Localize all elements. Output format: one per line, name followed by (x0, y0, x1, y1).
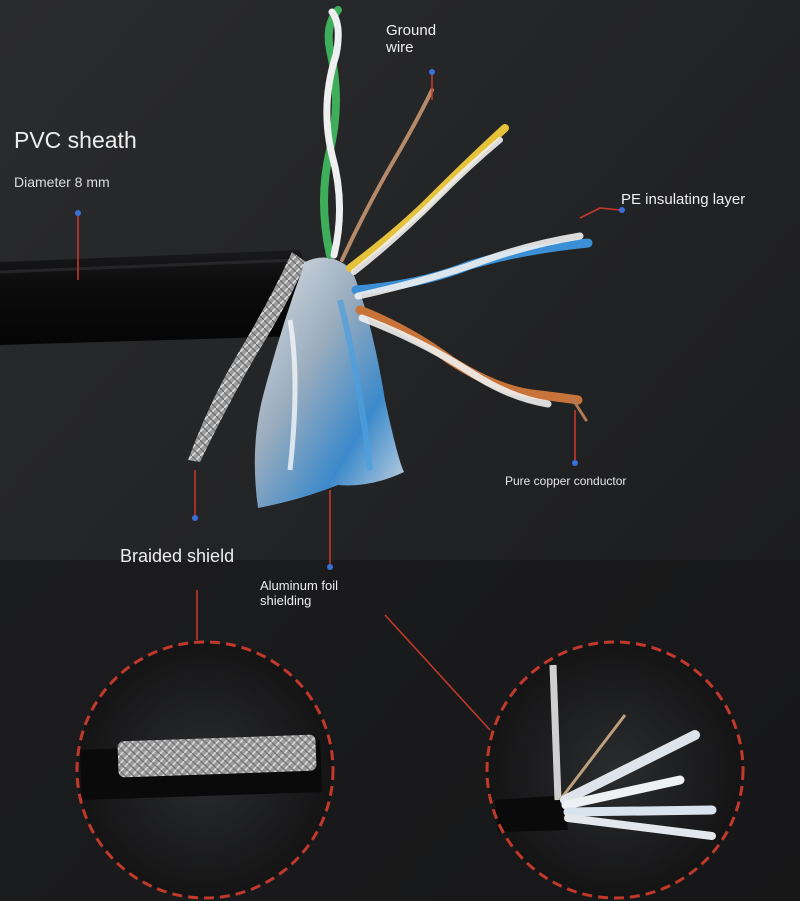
aluminum-foil-label: Aluminum foil shielding (260, 578, 339, 609)
pe-insulating-layer-label: PE insulating layer (621, 191, 746, 208)
ground-wire-label-line2: wire (386, 39, 414, 57)
aluminum-foil-label-line2: shielding (260, 592, 312, 608)
copper-conductor-label: Pure copper conductor (505, 474, 627, 488)
braided-shield (188, 252, 306, 462)
braided-shield-callout (75, 640, 335, 900)
wire-green (320, 6, 342, 259)
diameter-label: Diameter 8 mm (14, 174, 110, 190)
leader-lines (77, 75, 621, 731)
marker-dots (75, 69, 625, 570)
aluminum-foil-label-line1: Aluminum foil (260, 578, 339, 593)
ground-wire-label: Ground wire (386, 22, 436, 57)
ground-wire (340, 88, 434, 262)
cable-end-callout (485, 640, 745, 900)
pvc-sheath-label: PVC sheath (14, 127, 137, 153)
ground-wire-label-line1: Ground (386, 22, 437, 39)
wire-yellow (346, 124, 509, 272)
wire-green-white (323, 8, 344, 259)
braided-shield-label: Braided shield (120, 546, 235, 566)
